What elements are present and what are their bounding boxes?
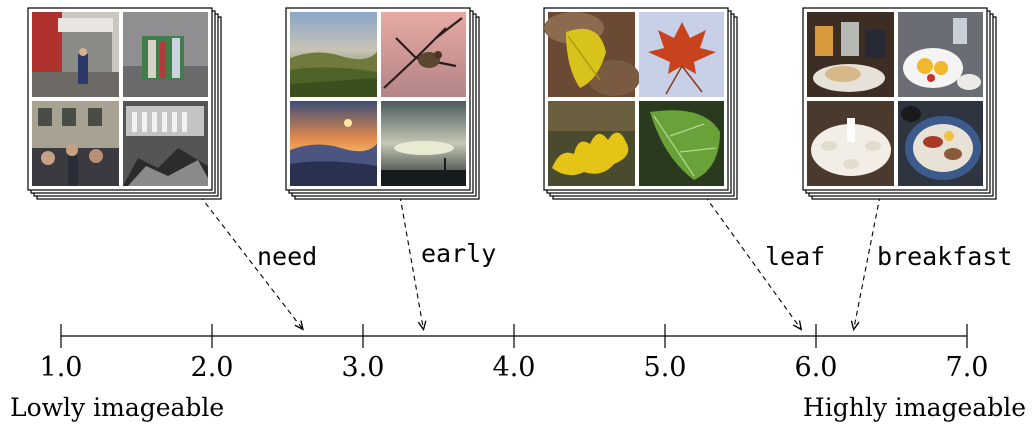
photo-drinks-and-bread (807, 12, 894, 97)
axis-tick-label: 3.0 (342, 352, 385, 383)
photo-stone-ruins (123, 101, 208, 186)
photo-sunset-mountains (290, 101, 377, 186)
photo-green-leaf (639, 101, 724, 186)
word-label-breakfast: breakfast (877, 242, 1012, 271)
highly-imageable-label: Highly imageable (803, 393, 1026, 422)
axis-tick-label: 2.0 (191, 352, 234, 383)
photo-red-maple-leaf (639, 12, 724, 97)
word-label-need: need (257, 242, 317, 271)
image-stack-early (285, 7, 480, 200)
image-stack-need (27, 7, 222, 200)
arrows (199, 195, 881, 332)
imageability-axis: 1.0 2.0 3.0 4.0 5.0 6.0 7.0 Lowly imageable Hi… (10, 324, 1026, 422)
axis-tick-label: 4.0 (493, 352, 536, 383)
photo-yellow-oak-leaf (548, 101, 635, 186)
arrow-breakfast (850, 195, 881, 332)
axis-tick-label: 1.0 (40, 352, 83, 383)
arrow-leaf (704, 195, 803, 331)
photo-street-scene (32, 12, 119, 97)
image-stack-leaf (543, 7, 738, 200)
photo-breakfast-plate (898, 101, 983, 186)
axis-tick-label: 5.0 (644, 352, 687, 383)
word-label-early: early (421, 239, 496, 268)
photo-plated-eggs (898, 12, 983, 97)
photo-wrapped-gift (123, 12, 208, 97)
arrow-need (199, 195, 304, 331)
photo-vineyard-hills (290, 12, 377, 97)
lowly-imageable-label: Lowly imageable (10, 393, 224, 422)
photo-cloudy-dusk-sky (381, 101, 466, 186)
axis-tick-label: 7.0 (946, 352, 989, 383)
photo-bird-on-branch (381, 12, 466, 97)
photo-people-in-gallery (32, 101, 119, 186)
arrow-early (399, 195, 427, 332)
photo-set-table (807, 101, 894, 186)
image-stack-breakfast (802, 7, 997, 200)
axis-tick-label: 6.0 (795, 352, 838, 383)
photo-yellow-leaf (544, 12, 640, 97)
word-label-leaf: leaf (765, 242, 825, 271)
